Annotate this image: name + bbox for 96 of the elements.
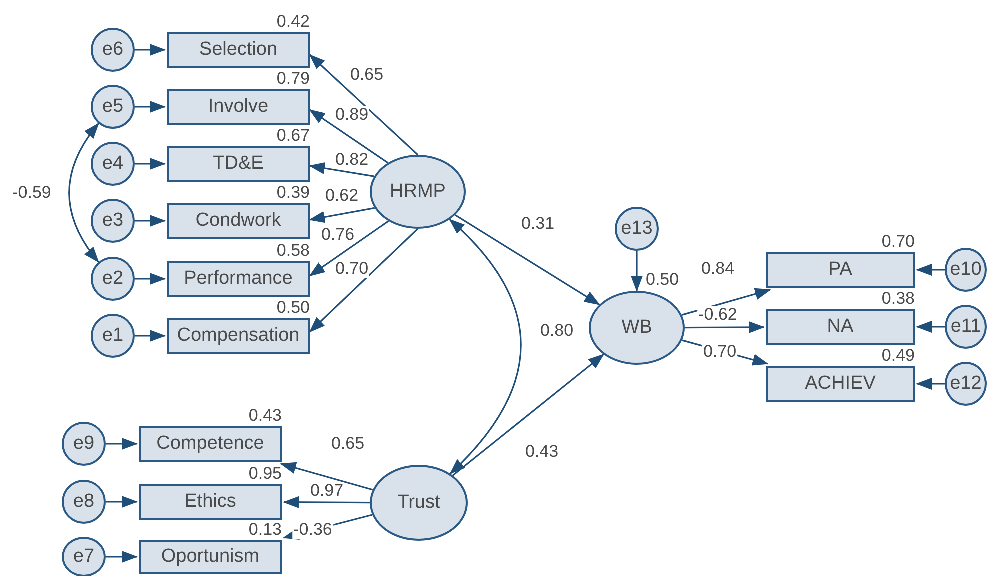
variable-name: e2 (102, 268, 124, 290)
variable-name: Condwork (196, 210, 282, 232)
edge-label: 0.76 (320, 226, 356, 244)
observed-variable-box (167, 146, 310, 182)
observed-variable-box (167, 261, 310, 297)
r-squared-value: 0.43 (248, 407, 282, 425)
arrow (309, 162, 375, 178)
edge-label: 0.70 (334, 260, 370, 278)
arrow (916, 264, 945, 276)
arrow (309, 54, 419, 156)
arrow (106, 551, 138, 563)
variable-name: Performance (184, 268, 293, 290)
variable-name: e3 (102, 210, 124, 232)
arrow (68, 122, 100, 264)
error-term-circle (62, 422, 106, 466)
arrow (106, 438, 138, 450)
observed-variable-box (167, 203, 310, 239)
variable-name: e10 (950, 259, 982, 281)
variable-name: e9 (73, 433, 95, 455)
latent-variable-ellipse (370, 155, 466, 229)
arrow (283, 496, 370, 508)
variable-name: e4 (102, 153, 124, 175)
variable-name: WB (622, 317, 652, 339)
edge-label: -0.36 (292, 521, 334, 539)
arrow (135, 158, 166, 170)
observed-variable-box (167, 89, 310, 125)
variable-name: Competence (156, 433, 264, 455)
error-term-circle (945, 362, 987, 406)
variable-name: HRMP (390, 181, 446, 203)
variable-name: PA (828, 259, 852, 281)
error-term-circle (62, 480, 106, 524)
r-squared-value: 0.50 (276, 299, 310, 317)
arrow (280, 462, 374, 491)
arrow (685, 321, 765, 334)
variable-name: Ethics (184, 491, 236, 513)
arrow (135, 44, 166, 56)
variable-name: Oportunism (161, 546, 260, 568)
variable-name: e12 (950, 373, 982, 395)
arrow (452, 354, 605, 476)
r-squared-value: 0.70 (880, 233, 915, 251)
r-squared-value: 0.50 (646, 271, 680, 289)
arrow (106, 496, 138, 508)
variable-name: Compensation (177, 325, 300, 347)
error-term-circle (945, 305, 987, 349)
variable-name: e13 (621, 218, 653, 240)
arrow (916, 321, 945, 333)
variable-name: Trust (398, 492, 440, 514)
error-term-circle (91, 142, 135, 186)
r-squared-value: 0.95 (248, 465, 282, 483)
arrow (916, 378, 945, 390)
error-term-circle (91, 314, 135, 358)
observed-variable-box (167, 32, 310, 68)
variable-name: TD&E (213, 153, 264, 175)
variable-name: e1 (102, 325, 124, 347)
r-squared-value: 0.79 (276, 70, 310, 88)
observed-variable-box (766, 252, 915, 288)
observed-variable-box (139, 484, 282, 520)
error-term-circle (91, 28, 135, 72)
arrow (135, 101, 166, 113)
variable-name: Involve (208, 96, 269, 118)
r-squared-value: 0.58 (276, 242, 310, 260)
variable-name: e5 (102, 96, 124, 118)
variable-name: e8 (73, 491, 95, 513)
error-term-circle (91, 257, 135, 301)
error-term-circle (615, 207, 659, 251)
r-squared-value: 0.38 (880, 290, 915, 308)
arrow (135, 273, 166, 285)
arrow (309, 228, 419, 333)
arrow (135, 215, 166, 227)
arrow (449, 218, 522, 475)
variable-name: e7 (73, 546, 95, 568)
r-squared-value: 0.39 (276, 184, 310, 202)
arrow (631, 251, 643, 292)
error-term-circle (945, 248, 987, 292)
variable-name: e6 (102, 39, 124, 61)
observed-variable-box (167, 318, 310, 354)
r-squared-value: 0.49 (880, 347, 915, 365)
r-squared-value: 0.67 (276, 127, 310, 145)
arrow (309, 220, 390, 277)
arrow (454, 214, 600, 306)
variable-name: Selection (199, 39, 278, 61)
error-term-circle (62, 537, 106, 576)
variable-name: ACHIEV (805, 373, 876, 395)
error-term-circle (91, 85, 135, 129)
observed-variable-box (139, 540, 282, 574)
arrow (309, 207, 375, 224)
observed-variable-box (766, 309, 915, 345)
r-squared-value: 0.42 (276, 13, 310, 31)
variable-name: e11 (950, 316, 982, 338)
r-squared-value: 0.13 (248, 521, 282, 539)
arrow (135, 330, 166, 342)
observed-variable-box (766, 366, 915, 402)
arrow (309, 109, 389, 164)
error-term-circle (91, 199, 135, 243)
observed-variable-box (139, 426, 282, 462)
variable-name: NA (827, 316, 854, 338)
